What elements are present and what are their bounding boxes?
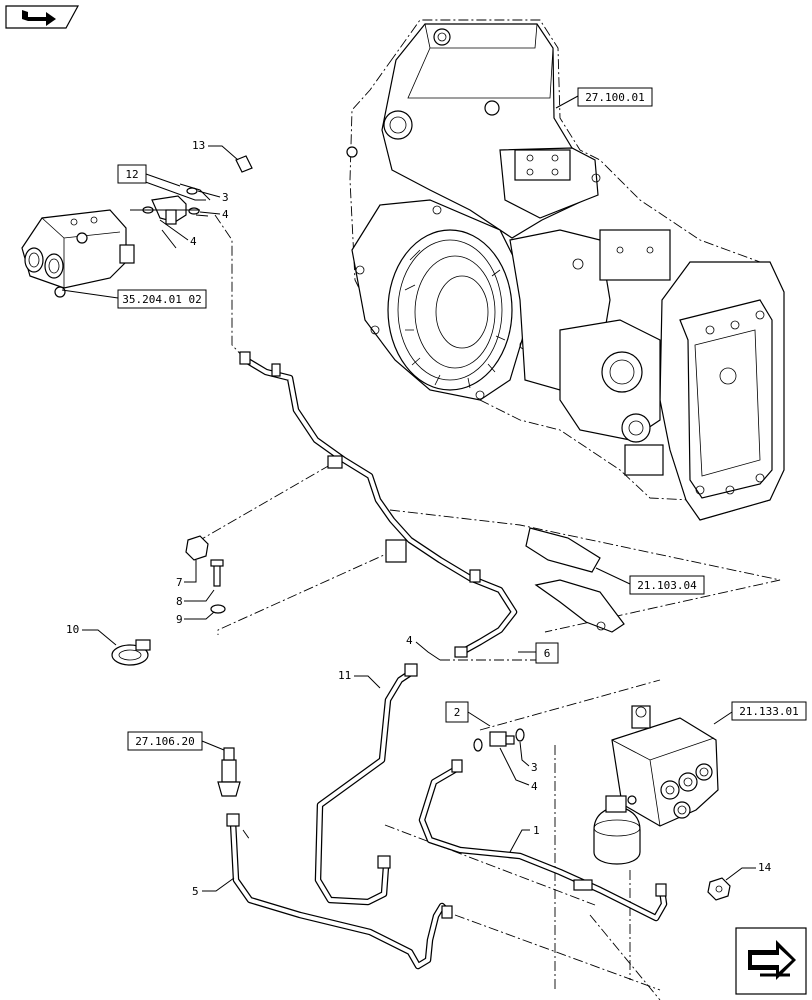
- callout-5[interactable]: 5: [192, 877, 235, 898]
- svg-text:4: 4: [190, 235, 197, 248]
- svg-text:14: 14: [758, 861, 772, 874]
- control-valve-35-204: [21, 209, 135, 298]
- svg-text:8: 8: [176, 595, 183, 608]
- pipe-main-upper: [239, 351, 518, 658]
- callout-10[interactable]: 10: [66, 623, 117, 646]
- svg-text:7: 7: [176, 576, 183, 589]
- svg-text:13: 13: [192, 139, 205, 152]
- callout-12[interactable]: 12: [117, 164, 181, 187]
- svg-text:21.103.04: 21.103.04: [637, 579, 697, 592]
- svg-text:3: 3: [531, 761, 538, 774]
- svg-text:9: 9: [176, 613, 183, 626]
- svg-text:27.106.20: 27.106.20: [135, 735, 195, 748]
- svg-text:2: 2: [454, 706, 461, 719]
- callout-4-upper-left[interactable]: 4: [159, 219, 197, 248]
- svg-text:4: 4: [531, 780, 538, 793]
- callout-9[interactable]: 9: [176, 611, 215, 626]
- svg-text:4: 4: [222, 208, 229, 221]
- coupler-27-106-20: [217, 747, 241, 797]
- svg-text:6: 6: [544, 647, 551, 660]
- svg-text:3: 3: [222, 191, 229, 204]
- ref-35-204-01-02[interactable]: 35.204.01 02: [61, 289, 207, 309]
- svg-text:5: 5: [192, 885, 199, 898]
- svg-text:35.204.01 02: 35.204.01 02: [122, 293, 201, 306]
- pipe-1: [418, 759, 668, 922]
- nut-14: [707, 877, 731, 901]
- callout-14[interactable]: 14: [725, 861, 772, 881]
- next-page-arrow-icon[interactable]: [735, 927, 807, 995]
- svg-text:4: 4: [406, 634, 413, 647]
- ref-27-100-01[interactable]: 27.100.01: [555, 87, 653, 109]
- callout-6[interactable]: 6: [518, 642, 559, 664]
- callout-8[interactable]: 8: [176, 589, 215, 608]
- callout-4-mid[interactable]: 4: [406, 634, 441, 661]
- ref-27-106-20[interactable]: 27.106.20: [127, 731, 225, 751]
- svg-text:27.100.01: 27.100.01: [585, 91, 645, 104]
- callout-4-upper-right[interactable]: 4: [199, 208, 229, 221]
- ref-21-133-01[interactable]: 21.133.01: [713, 701, 807, 725]
- callout-13[interactable]: 13: [192, 139, 239, 161]
- fitting-group-12: [130, 155, 253, 249]
- hardware-bolts: [111, 535, 226, 666]
- rear-axle-housing: [346, 19, 785, 521]
- fitting-group-2: [473, 728, 525, 752]
- svg-text:10: 10: [66, 623, 79, 636]
- svg-text:12: 12: [125, 168, 138, 181]
- callout-1[interactable]: 1: [509, 824, 540, 853]
- callout-3-upper[interactable]: 3: [197, 190, 229, 204]
- svg-text:21.133.01: 21.133.01: [739, 705, 799, 718]
- valve-21-133-01: [593, 705, 719, 865]
- callout-11[interactable]: 11: [338, 669, 381, 689]
- pipe-11: [314, 663, 418, 906]
- pipe-5: [226, 813, 453, 970]
- svg-text:11: 11: [338, 669, 351, 682]
- callout-2[interactable]: 2: [445, 701, 491, 727]
- return-arrow-icon[interactable]: [5, 5, 80, 29]
- callout-4-lower[interactable]: 4: [499, 747, 538, 793]
- brackets-21-103-04: [525, 527, 625, 633]
- phantom-assembly-lines: [199, 214, 781, 1000]
- callout-3-lower[interactable]: 3: [519, 741, 538, 774]
- ref-21-103-04[interactable]: 21.103.04: [595, 567, 705, 595]
- callout-7[interactable]: 7: [176, 560, 197, 589]
- svg-text:1: 1: [533, 824, 540, 837]
